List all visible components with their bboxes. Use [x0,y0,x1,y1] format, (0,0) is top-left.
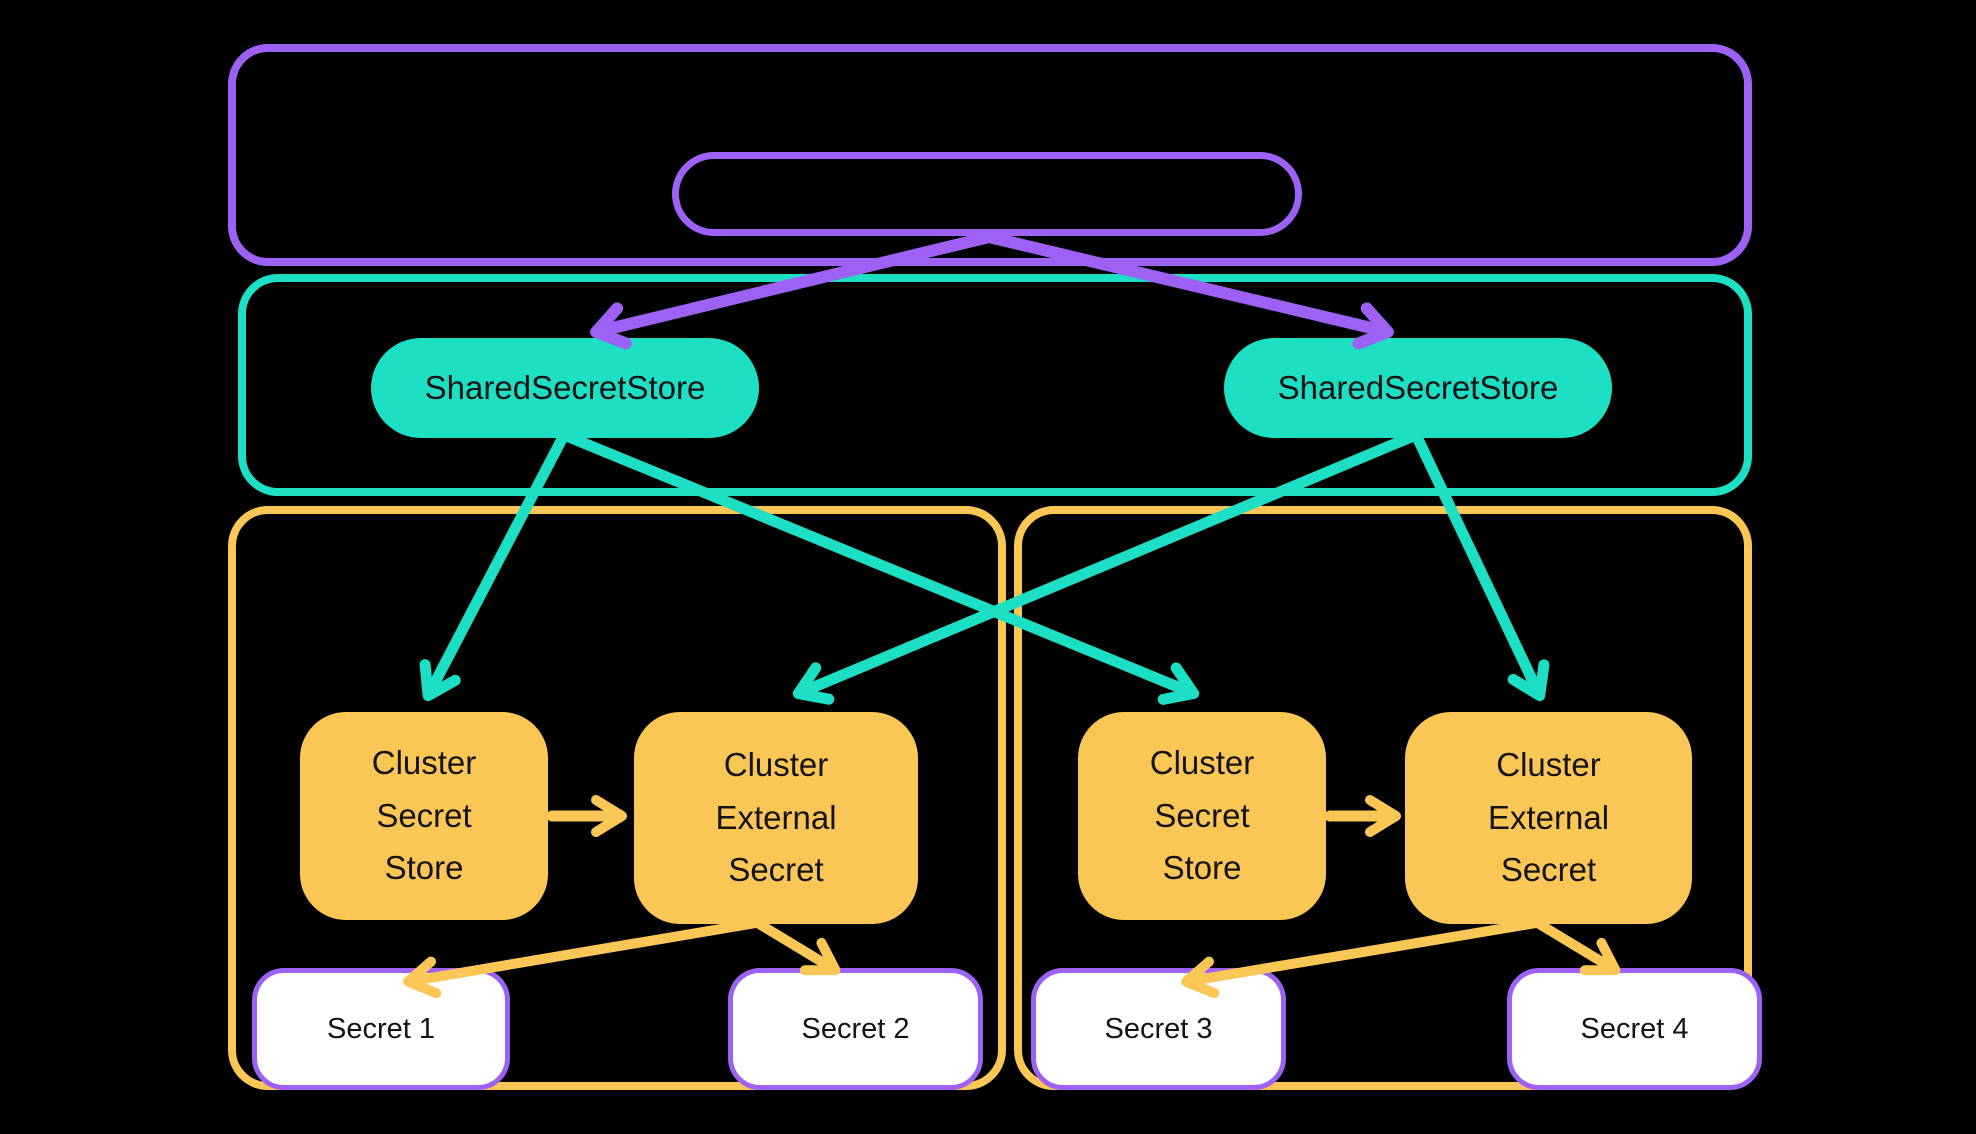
shared-secret-store-right-pill: SharedSecretStore [1224,338,1612,438]
secret-3-pill: Secret 3 [1031,968,1286,1090]
cluster-external-secret-left-box: Cluster External Secret [634,712,918,924]
secret-4-pill: Secret 4 [1507,968,1762,1090]
cluster-external-secret-right-box: Cluster External Secret [1405,712,1692,924]
cluster-secret-store-left-box: Cluster Secret Store [300,712,548,920]
shared-secret-store-left-pill: SharedSecretStore [371,338,759,438]
cluster-secret-store-right-box: Cluster Secret Store [1078,712,1326,920]
secret-1-pill: Secret 1 [252,968,510,1090]
top-purple-pill [672,152,1302,236]
secret-2-pill: Secret 2 [728,968,983,1090]
